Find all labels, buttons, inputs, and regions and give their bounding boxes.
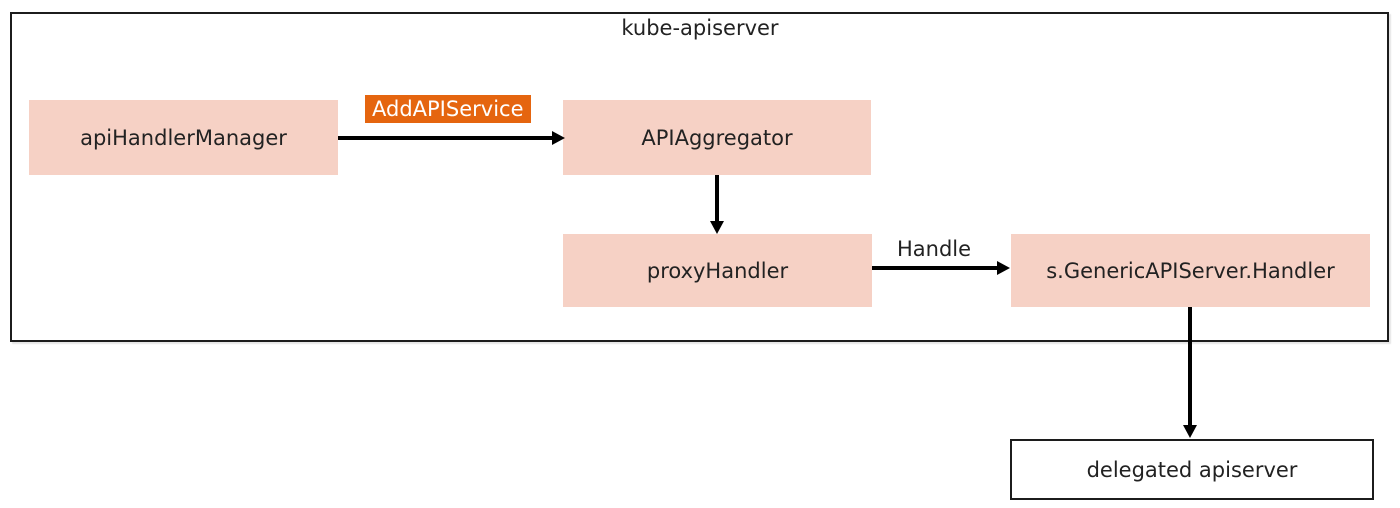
arrow-aggregator-to-proxy-line — [715, 175, 719, 222]
arrow-add-api-service-line — [338, 136, 552, 140]
node-api-aggregator: APIAggregator — [563, 100, 871, 175]
arrow-aggregator-to-proxy-head-icon — [710, 221, 724, 234]
arrow-handle-line — [872, 266, 997, 270]
arrow-handle-head-icon — [997, 261, 1010, 275]
node-generic-apiserver-handler: s.GenericAPIServer.Handler — [1011, 234, 1370, 307]
edge-label-handle: Handle — [896, 237, 972, 261]
node-delegated-apiserver: delegated apiserver — [1010, 439, 1374, 500]
node-api-handler-manager: apiHandlerManager — [29, 100, 338, 175]
edge-label-add-api-service: AddAPIService — [365, 95, 531, 123]
arrow-add-api-service-head-icon — [552, 131, 565, 145]
arrow-generic-to-delegated-line — [1188, 307, 1192, 426]
kube-apiserver-container-title: kube-apiserver — [621, 16, 779, 40]
arrow-generic-to-delegated-head-icon — [1183, 425, 1197, 438]
node-proxy-handler: proxyHandler — [563, 234, 872, 307]
